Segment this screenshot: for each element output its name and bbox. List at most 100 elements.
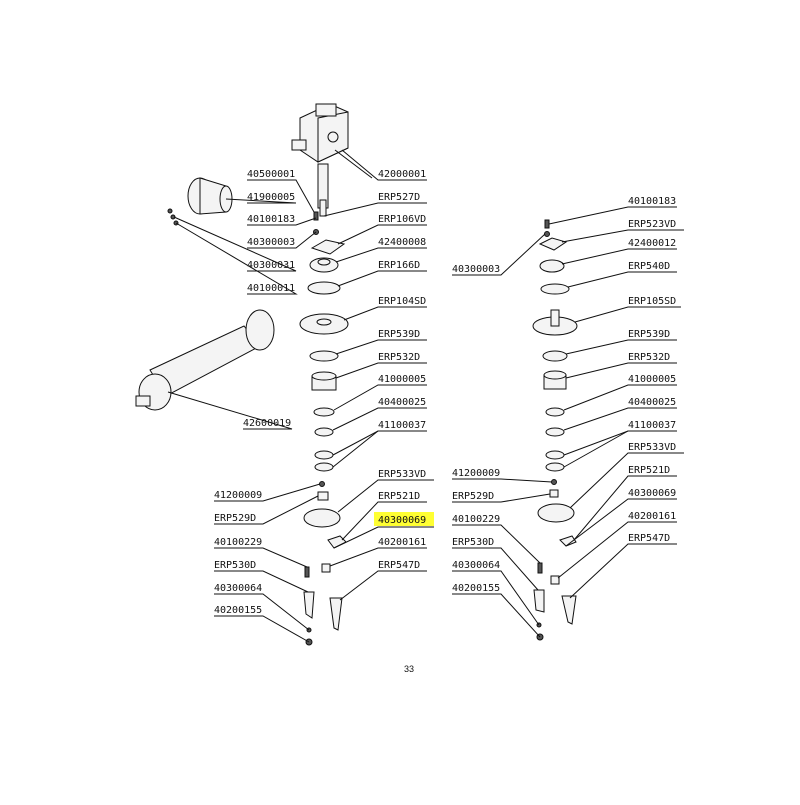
screws-small <box>167 208 179 226</box>
svg-text:41000005: 41000005 <box>628 374 676 385</box>
label-41000005-right: 41000005 <box>563 374 677 411</box>
label-40400025-left: 40400025 <box>332 397 427 431</box>
r-bolt2 <box>537 562 543 574</box>
label-ERP521D-left: ERP521D <box>341 491 427 541</box>
r-seal <box>540 283 570 295</box>
svg-text:ERP547D: ERP547D <box>628 533 670 544</box>
label-40300003-left: 40300003 <box>247 231 317 249</box>
svg-text:ERP529D: ERP529D <box>452 491 494 502</box>
svg-text:41200009: 41200009 <box>214 490 262 501</box>
label-41200009-right: 41200009 <box>452 468 553 483</box>
label-42000001: 42000001 <box>341 149 427 181</box>
label-ERP527D-left: ERP527D <box>323 192 427 217</box>
blade2 <box>329 597 343 631</box>
housing <box>309 257 339 273</box>
r-bushing <box>545 407 565 417</box>
svg-text:42000001: 42000001 <box>378 169 426 180</box>
svg-text:40400025: 40400025 <box>378 397 426 408</box>
svg-text:40200155: 40200155 <box>214 605 262 616</box>
r-plate <box>538 237 568 251</box>
plate-square <box>310 239 346 255</box>
label-40200155-left: 40200155 <box>214 605 310 643</box>
svg-text:ERP540D: ERP540D <box>628 261 670 272</box>
label-40100183-right: 40100183 <box>548 196 677 225</box>
svg-text:40300003: 40300003 <box>452 264 500 275</box>
svg-text:41000005: 41000005 <box>378 374 426 385</box>
svg-text:ERP530D: ERP530D <box>452 537 494 548</box>
label-ERP166D: ERP166D <box>337 260 427 287</box>
highlight-marker <box>374 512 434 526</box>
page-number: 33 <box>404 664 414 674</box>
svg-text:ERP530D: ERP530D <box>214 560 256 571</box>
label-ERP533VD-left: ERP533VD <box>337 469 434 513</box>
r-oring <box>545 427 565 437</box>
svg-text:41100037: 41100037 <box>378 420 426 431</box>
label-41900005: 41900005 <box>225 192 297 204</box>
r-oring-a <box>545 450 565 460</box>
svg-text:40100183: 40100183 <box>247 214 295 225</box>
r-disc <box>532 309 578 336</box>
pto-shaft <box>135 309 275 411</box>
svg-text:40100183: 40100183 <box>628 196 676 207</box>
bushing <box>313 407 335 417</box>
svg-text:ERP166D: ERP166D <box>378 260 420 271</box>
label-41200009-left: 41200009 <box>214 483 321 502</box>
svg-text:ERP104SD: ERP104SD <box>378 296 426 307</box>
label-ERP106VD: ERP106VD <box>337 214 427 245</box>
r-bolt <box>544 219 550 237</box>
label-40500001: 40500001 <box>247 169 315 213</box>
label-41000005-left: 41000005 <box>333 374 427 411</box>
blade <box>303 591 315 619</box>
svg-text:40100229: 40100229 <box>452 514 500 525</box>
label-ERP104SD: ERP104SD <box>343 296 427 321</box>
bolt-small <box>313 211 319 235</box>
svg-text:40300003: 40300003 <box>247 237 295 248</box>
label-ERP523VD: ERP523VD <box>561 219 684 243</box>
svg-text:ERP532D: ERP532D <box>628 352 670 363</box>
grease-nipple <box>319 481 325 487</box>
svg-text:ERP521D: ERP521D <box>628 465 670 476</box>
label-ERP521D-right: ERP521D <box>573 465 677 541</box>
label-ERP530D-right: ERP530D <box>452 537 539 591</box>
svg-text:41100037: 41100037 <box>628 420 676 431</box>
shaft <box>317 163 329 217</box>
label-40100011: 40100011 <box>175 222 298 295</box>
guard-cone <box>187 177 233 215</box>
svg-text:40300069: 40300069 <box>628 488 676 499</box>
r-hub <box>549 489 559 498</box>
r-blade-plate <box>537 503 575 523</box>
oring-a <box>314 450 334 460</box>
label-ERP539D-left: ERP539D <box>335 329 427 355</box>
blade-plate <box>303 508 341 528</box>
svg-text:40200161: 40200161 <box>378 537 426 548</box>
svg-text:40500001: 40500001 <box>247 169 295 180</box>
r-ring <box>542 350 568 362</box>
label-ERP533VD-right: ERP533VD <box>569 442 684 509</box>
bearing <box>311 371 337 391</box>
label-40200161-right: 40200161 <box>557 511 677 579</box>
svg-text:ERP521D: ERP521D <box>378 491 420 502</box>
ring <box>309 350 339 362</box>
label-ERP105SD: ERP105SD <box>574 296 681 323</box>
svg-text:41900005: 41900005 <box>247 192 295 203</box>
svg-text:40100229: 40100229 <box>214 537 262 548</box>
label-42400008: 42400008 <box>335 237 427 263</box>
label-40300069-highlighted: 40300069 <box>333 512 434 549</box>
label-40300031: 40300031 <box>173 216 297 272</box>
label-ERP532D-left: ERP532D <box>335 352 427 379</box>
label-40400025-right: 40400025 <box>563 397 677 431</box>
label-42600019: 42600019 <box>167 391 293 430</box>
r-bearing <box>543 370 567 390</box>
r-housing <box>539 259 565 273</box>
svg-text:ERP105SD: ERP105SD <box>628 296 676 307</box>
label-ERP529D-left: ERP529D <box>214 495 319 525</box>
r-clip <box>559 535 577 547</box>
svg-text:40300064: 40300064 <box>214 583 262 594</box>
label-40200155-right: 40200155 <box>452 583 541 638</box>
label-40300069-right: 40300069 <box>565 488 677 547</box>
svg-text:ERP523VD: ERP523VD <box>628 219 676 230</box>
label-ERP539D-right: ERP539D <box>565 329 677 355</box>
svg-text:ERP106VD: ERP106VD <box>378 214 426 225</box>
svg-text:ERP539D: ERP539D <box>628 329 670 340</box>
